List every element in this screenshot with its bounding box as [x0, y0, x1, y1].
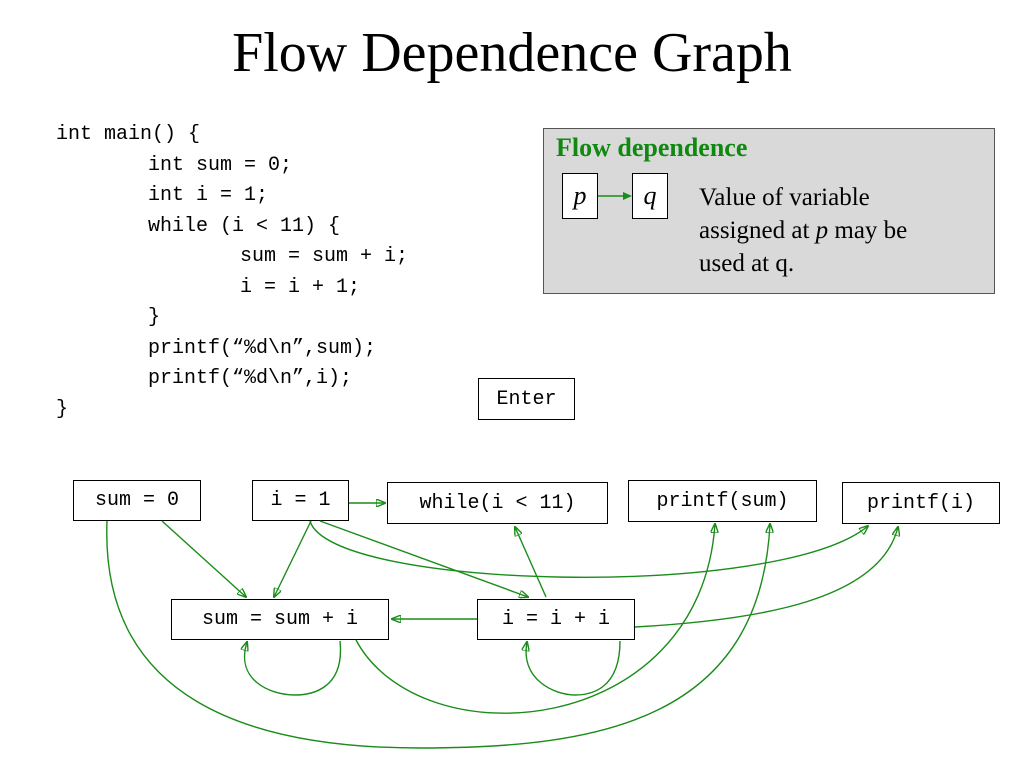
legend-desc-text: assigned at	[699, 217, 816, 244]
code-line: int main() {	[56, 123, 201, 146]
edge-i1-to-iupdate	[319, 520, 528, 597]
code-line: int i = 1;	[148, 184, 269, 207]
legend-desc-line: Value of variable	[699, 184, 870, 211]
legend-desc-text: may be	[828, 217, 908, 244]
edge-sumupdate-self-loop	[245, 641, 342, 696]
legend-arrowhead	[623, 192, 632, 200]
legend-node-q: q	[632, 173, 668, 219]
slide-title: Flow Dependence Graph	[232, 22, 792, 84]
code-line: printf(“%d\n”,i);	[148, 367, 353, 390]
edge-i1-to-sumupdate	[274, 520, 312, 597]
edge-iupdate-to-while	[515, 527, 547, 598]
node-sum-update: sum = sum + i	[171, 599, 389, 640]
legend-arrow	[598, 192, 632, 200]
code-listing: int main() { int sum = 0; int i = 1; while …	[56, 120, 408, 425]
code-line: i = i + 1;	[240, 275, 361, 299]
code-line: }	[56, 397, 69, 421]
node-sum-init: sum = 0	[73, 480, 201, 521]
edge-sum0-to-sumupdate	[161, 520, 246, 597]
code-line: }	[148, 306, 161, 329]
legend-desc-var: p	[815, 217, 829, 244]
node-i-update: i = i + i	[477, 599, 635, 640]
legend-desc-line: assigned at p may be	[699, 214, 989, 247]
edge-sumupdate-to-printfsum	[355, 524, 715, 714]
legend-node-p: p	[562, 173, 598, 219]
legend-box: Flow dependence p q Value of variable as…	[543, 128, 995, 294]
legend-desc-line: used at q.	[699, 250, 795, 277]
legend-title: Flow dependence	[556, 133, 748, 162]
code-line: while (i < 11) {	[148, 214, 341, 238]
node-printf-sum: printf(sum)	[628, 480, 817, 522]
node-while: while(i < 11)	[387, 482, 608, 524]
edge-iupdate-self-loop	[526, 641, 621, 696]
edge-iupdate-to-printfi	[634, 527, 898, 628]
node-enter: Enter	[478, 378, 575, 420]
node-printf-i: printf(i)	[842, 482, 1000, 524]
edge-sum0-to-printfsum	[106, 520, 770, 749]
code-line: printf(“%d\n”,sum);	[148, 336, 377, 360]
legend-description: Value of variable assigned at p may be u…	[699, 181, 989, 280]
code-line: int sum = 0;	[148, 153, 293, 177]
edge-i1-to-printfi	[309, 520, 868, 578]
node-i-init: i = 1	[252, 480, 349, 521]
code-line: sum = sum + i;	[240, 245, 409, 268]
